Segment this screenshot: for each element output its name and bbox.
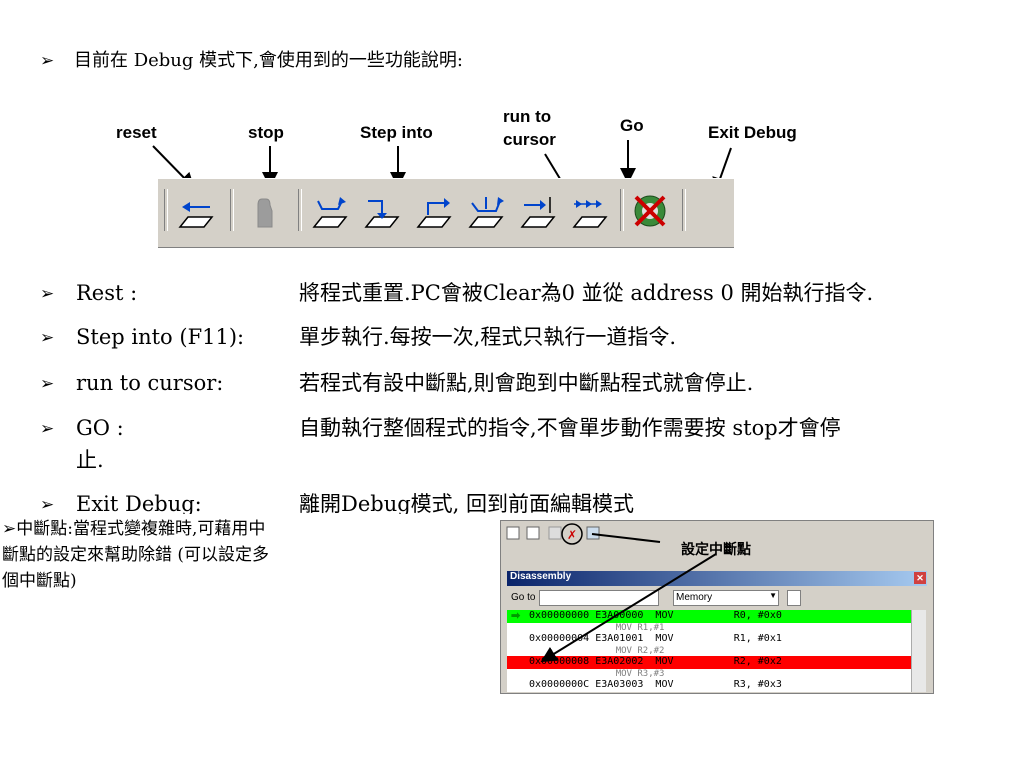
memory-select[interactable]: Memory ▼ (673, 590, 779, 606)
label-stop: stop (248, 123, 284, 142)
heading-text: 目前在 Debug 模式下,會使用到的一些功能說明: (73, 50, 463, 71)
disassembly-row[interactable]: 0x00000004 E3A01001 MOV R1, #0x1 (507, 633, 911, 646)
step-icon (312, 197, 348, 228)
item-name: Exit Debug: (76, 492, 202, 516)
page-icon[interactable] (787, 590, 801, 606)
step-button[interactable] (308, 185, 352, 235)
toolbar-separator (230, 189, 234, 231)
disassembly-title-bar: Disassembly ✕ (507, 571, 927, 586)
label-run-to-cursor-2: cursor (503, 130, 556, 149)
label-run-to-cursor-1: run to (503, 107, 552, 126)
breakpoint-note-line2: 斷點的設定來幫助除錯 (可以設定多 (2, 545, 270, 565)
breakpoint-note: ➢中斷點:當程式變複雜時,可藉用中 斷點的設定來幫助除錯 (可以設定多 個中斷點… (0, 514, 482, 594)
label-exit-debug: Exit Debug (708, 123, 797, 142)
mini-toolbar: ✗ (501, 521, 933, 547)
breakpoint-note-line1: ➢中斷點:當程式變複雜時,可藉用中 (2, 519, 266, 539)
step-into-icon (364, 200, 400, 228)
disassembly-title: Disassembly (510, 571, 572, 582)
goto-label: Go to (511, 592, 536, 603)
exit-debug-icon (634, 195, 666, 227)
debug-toolbar (158, 178, 734, 248)
exit-debug-button[interactable] (628, 185, 672, 235)
step-over-button[interactable] (464, 185, 508, 235)
bullet-icon: ➢ (40, 374, 55, 394)
toolbar-separator (164, 189, 168, 231)
scrollbar[interactable] (911, 610, 926, 692)
disassembly-code: 0x00000000 E3A00000 MOV R0, #0x0➡ MOV R1… (507, 610, 911, 692)
item-desc: 離開Debug模式, 回到前面編輯模式 (299, 492, 635, 516)
list-item-continuation: 止. (76, 446, 104, 474)
bullet-icon: ➢ (40, 51, 55, 71)
reset-button[interactable] (172, 185, 216, 235)
goto-input[interactable] (539, 590, 659, 606)
item-name: Step into (F11): (76, 325, 245, 349)
stop-button[interactable] (240, 185, 284, 235)
item-desc-cont: 止. (76, 448, 104, 472)
run-to-cursor-button[interactable] (516, 185, 560, 235)
item-desc: 若程式有設中斷點,則會跑到中斷點程式就會停止. (299, 371, 754, 395)
source-line[interactable]: MOV R3,#3 (529, 669, 665, 679)
go-button[interactable] (568, 185, 612, 235)
breakpoint-icon: ✕ (511, 656, 521, 668)
bullet-icon: ➢ (40, 495, 55, 515)
breakpoint-arrows (540, 533, 717, 663)
stop-hand-icon (257, 198, 273, 228)
bullet-icon: ➢ (40, 419, 55, 439)
item-name: run to cursor: (76, 371, 224, 395)
reset-icon (178, 202, 214, 228)
item-name: Rest : (76, 281, 138, 305)
bullet-icon: ➢ (2, 519, 17, 539)
memory-label: Memory (676, 592, 713, 603)
go-icon (572, 200, 608, 228)
disassembly-row[interactable]: 0x0000000C E3A03003 MOV R3, #0x3 (507, 679, 911, 692)
step-out-icon (416, 198, 452, 228)
mini-toolbar-icons: ✗ (506, 523, 600, 545)
breakpoint-note-line3: 個中斷點) (2, 571, 77, 591)
heading: ➢ 目前在 Debug 模式下,會使用到的一些功能說明: (40, 46, 463, 72)
step-into-button[interactable] (360, 185, 404, 235)
label-reset: reset (116, 123, 157, 142)
toolbar-separator (682, 189, 686, 231)
bullet-icon: ➢ (40, 328, 55, 348)
svg-text:✗: ✗ (567, 528, 577, 542)
toolbar-separator (298, 189, 302, 231)
close-icon[interactable]: ✕ (914, 572, 926, 584)
label-step-into: Step into (360, 123, 433, 142)
breakpoint-callout: 設定中斷點 (681, 542, 751, 558)
item-desc: 自動執行整個程式的指令,不會單步動作需要按 stop才會停 (299, 416, 841, 440)
step-over-icon (468, 197, 504, 228)
chevron-down-icon: ▼ (769, 591, 777, 600)
item-desc: 單步執行.每按一次,程式只執行一道指令. (299, 325, 677, 349)
bullet-icon: ➢ (40, 284, 55, 304)
toolbar-separator (620, 189, 624, 231)
item-desc: 將程式重置.PC會被Clear為0 並從 address 0 開始執行指令. (299, 281, 874, 305)
goto-row: Go to Memory ▼ (507, 588, 927, 608)
label-go: Go (620, 116, 644, 135)
disassembly-screenshot: ✗ 設定中斷點 Disassembly ✕ Go to Memory ▼ 0x0… (500, 520, 934, 694)
run-to-cursor-icon (520, 197, 556, 228)
source-line[interactable]: MOV R2,#2 (529, 646, 665, 656)
disassembly-row[interactable]: 0x00000008 E3A02002 MOV R2, #0x2 (507, 656, 911, 669)
current-line-arrow-icon: ➡ (511, 610, 521, 622)
step-out-button[interactable] (412, 185, 456, 235)
source-line[interactable]: MOV R1,#1 (615, 623, 665, 633)
item-name: GO : (76, 416, 124, 440)
